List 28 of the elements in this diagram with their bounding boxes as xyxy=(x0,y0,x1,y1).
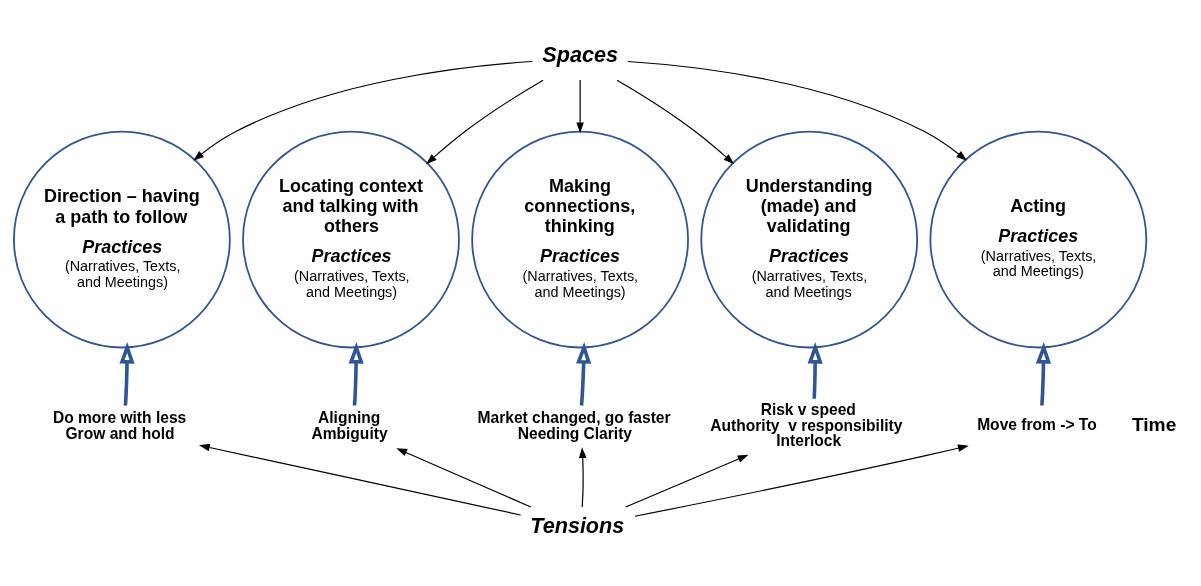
arrow xyxy=(576,79,584,133)
node-circle: Making connections, thinking Practices (Narratives, Texts, and Meetings) xyxy=(471,130,689,348)
node-circle: Locating context and talking with others Practices (Narratives, Texts, and Meetings) xyxy=(242,130,460,348)
arrow xyxy=(193,60,533,161)
node-circle: Understanding (made) and validating Practices (Narratives, Texts, and Meetings xyxy=(700,130,919,348)
node-text: Risk v speed Authority v responsibility Interlock xyxy=(710,400,903,449)
node-circle: Acting Practices (Narratives, Texts, and Meetings) xyxy=(929,130,1148,348)
node-text: Spaces xyxy=(542,41,618,67)
arrow xyxy=(199,443,522,516)
arrow xyxy=(348,341,364,406)
arrow xyxy=(119,341,135,406)
arrow xyxy=(1035,341,1052,406)
node-circle: Direction – having a path to follow Practices (Narratives, Texts, and Meetings) xyxy=(13,130,231,348)
node-text: Do more with less Grow and hold xyxy=(52,408,187,442)
arrow xyxy=(616,79,735,164)
arrow xyxy=(578,446,587,508)
arrow xyxy=(634,444,969,517)
arrow xyxy=(426,79,544,164)
node-text: Move from -> To xyxy=(977,415,1097,433)
node-text: Aligning Ambiguity xyxy=(311,408,388,442)
node-text: Market changed, go faster Needing Clarity xyxy=(477,408,671,442)
arrow xyxy=(396,447,532,508)
arrow xyxy=(627,60,967,161)
arrow xyxy=(625,454,749,508)
label: Time xyxy=(1131,413,1177,435)
node-text: Tensions xyxy=(530,512,625,538)
arrow xyxy=(807,341,823,399)
arrow xyxy=(576,341,592,406)
